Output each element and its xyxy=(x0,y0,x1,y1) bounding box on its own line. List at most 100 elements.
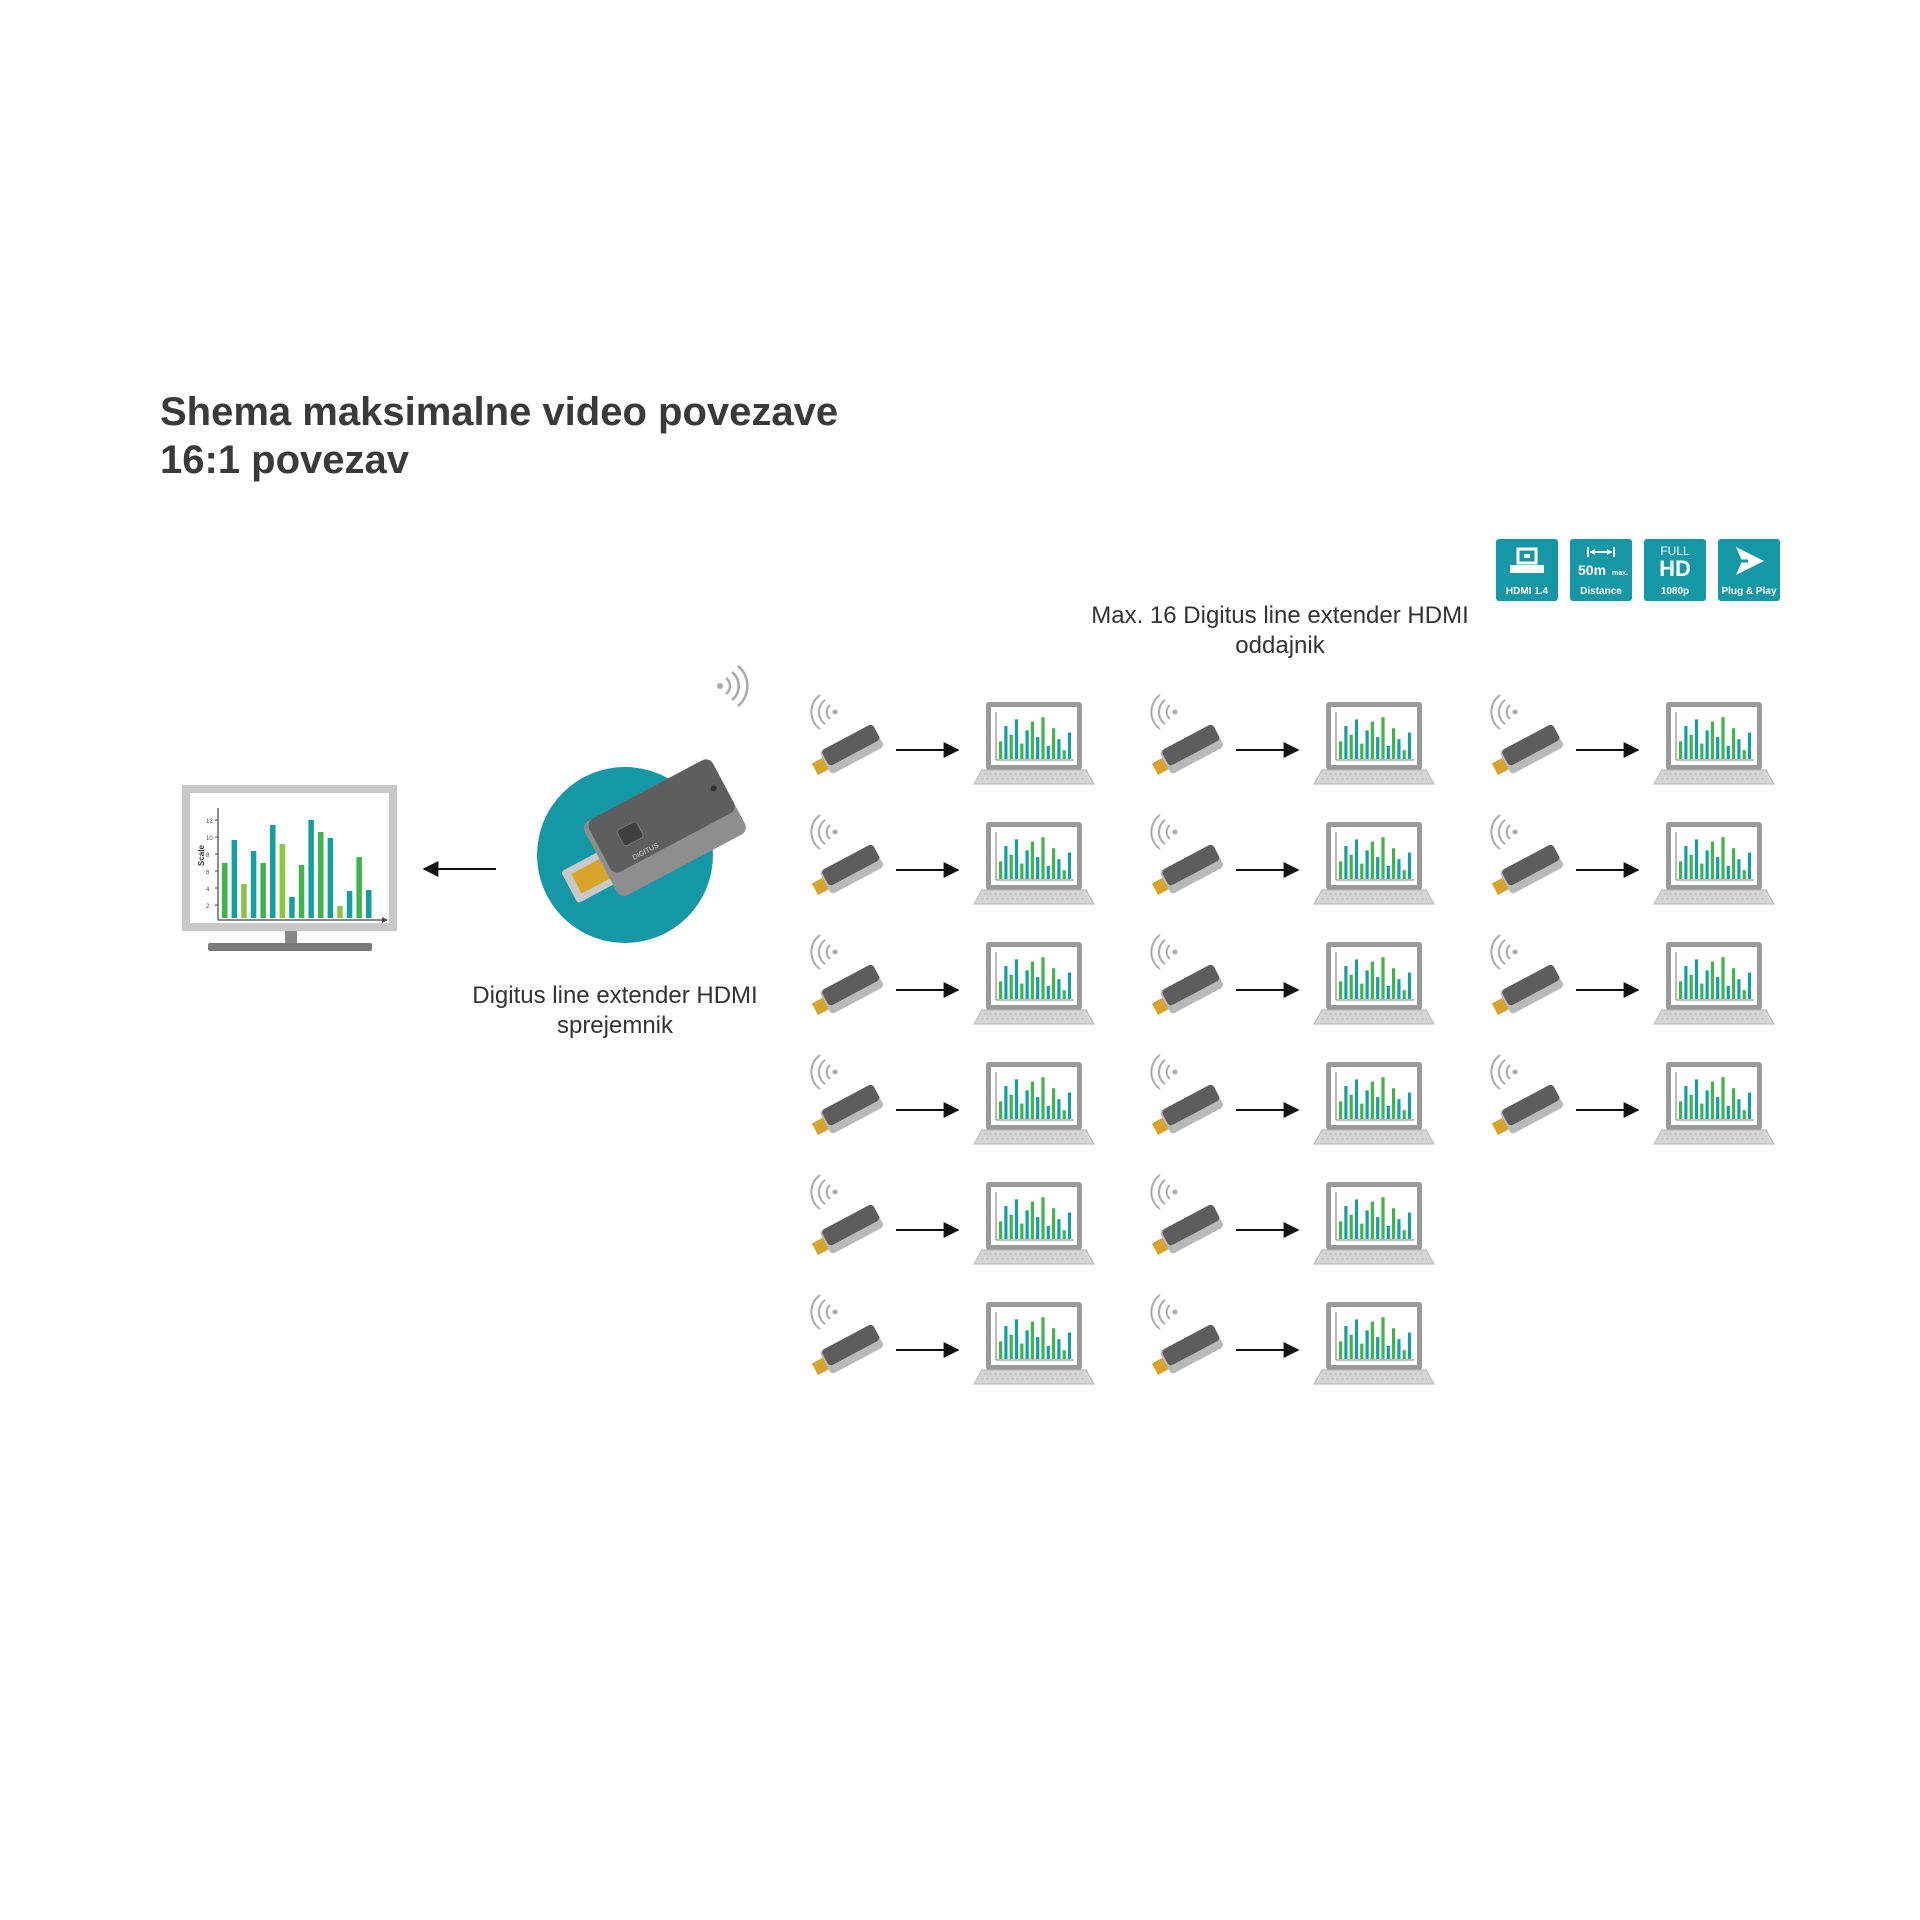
laptop-chart-bar xyxy=(1360,1343,1364,1359)
laptop-chart-bar xyxy=(1052,1208,1056,1239)
laptop-chart-bar xyxy=(1747,1092,1752,1119)
tv-chart-bar xyxy=(298,865,305,918)
laptop-chart-bar xyxy=(999,741,1003,759)
laptop-chart-bar xyxy=(1339,1341,1343,1359)
transmitter-dongle xyxy=(1491,844,1563,895)
laptop-chart-bar xyxy=(1067,1092,1072,1119)
laptop-chart-bar xyxy=(1344,726,1348,759)
laptop-keyboard xyxy=(973,1009,1095,1025)
laptop xyxy=(973,702,1095,785)
laptop-chart-bar xyxy=(1684,846,1688,879)
laptop-chart-bar xyxy=(1376,1217,1380,1239)
badge-plug-play: Plug & Play xyxy=(1718,539,1780,601)
tv-chart-tick-label: 2 xyxy=(206,904,210,910)
laptop-chart-bar xyxy=(1370,721,1374,759)
transmitter-dongle xyxy=(1491,724,1563,775)
laptop-keyboard xyxy=(1653,1129,1775,1145)
laptop-chart-bar xyxy=(1062,990,1066,999)
tv-stand xyxy=(208,943,372,951)
laptop-chart-bar xyxy=(1062,750,1066,759)
laptop-chart-bar xyxy=(1716,737,1720,759)
laptop-chart-bar xyxy=(1721,1077,1725,1119)
laptop-chart-bar xyxy=(1365,850,1369,879)
tv-neck xyxy=(285,931,297,943)
laptop-chart-bar xyxy=(1344,966,1348,999)
tv-chart-tick-label: 8 xyxy=(206,853,210,859)
laptop-chart-bar xyxy=(1014,719,1019,759)
laptop-chart-bar xyxy=(1737,979,1741,999)
transmitter-unit xyxy=(1150,814,1435,905)
tv-chart-bar xyxy=(327,838,334,918)
laptop-chart-bar xyxy=(1020,1343,1024,1359)
transmitter-unit xyxy=(810,814,1095,905)
laptop-chart-bar xyxy=(1402,870,1406,879)
laptop-chart-bar xyxy=(1732,848,1736,879)
laptop-chart-bar xyxy=(1036,1217,1040,1239)
laptop-chart-bar xyxy=(1354,1199,1359,1239)
laptop-chart-bar xyxy=(1339,1101,1343,1119)
laptop-chart-bar xyxy=(1349,1094,1353,1119)
laptop-chart-bar xyxy=(999,1341,1003,1359)
laptop-chart-bar xyxy=(1004,846,1008,879)
laptop xyxy=(1653,702,1775,785)
transmitter-dongle xyxy=(811,964,883,1015)
laptop-chart-bar xyxy=(1747,972,1752,999)
laptop-chart-bar xyxy=(1009,974,1013,999)
laptop-chart-bar xyxy=(999,1101,1003,1119)
laptop-chart-bar xyxy=(1360,863,1364,879)
laptop-chart-bar xyxy=(1376,1097,1380,1119)
transmitter-wifi-icon xyxy=(1150,934,1178,970)
laptop-chart-bar xyxy=(1062,870,1066,879)
laptop-keyboard xyxy=(1653,1009,1775,1025)
badge-full-hd: FULL HD 1080p xyxy=(1644,539,1706,601)
transmitter-unit xyxy=(810,1054,1095,1145)
laptop-chart-bar xyxy=(1041,1197,1045,1239)
laptop-chart-bar xyxy=(1742,1110,1746,1119)
laptop-chart-bar xyxy=(1726,745,1730,759)
laptop-chart-bar xyxy=(999,861,1003,879)
laptop-chart-bar xyxy=(1402,1350,1406,1359)
tv-chart-bar xyxy=(270,825,276,918)
laptop-chart-bar xyxy=(1737,1099,1741,1119)
laptop-chart-bar xyxy=(1684,966,1688,999)
transmitter-grid xyxy=(810,694,1775,1385)
transmitter-unit xyxy=(810,934,1095,1025)
laptop-chart-bar xyxy=(1057,1099,1061,1119)
laptop xyxy=(973,942,1095,1025)
laptop-chart-bar xyxy=(1057,979,1061,999)
laptop-chart-bar xyxy=(1009,854,1013,879)
transmitter-wifi-icon xyxy=(1490,934,1518,970)
laptop-keyboard xyxy=(973,769,1095,785)
laptop-chart-bar xyxy=(1407,732,1412,759)
laptop-chart-bar xyxy=(1030,1321,1034,1359)
laptop-chart-bar xyxy=(999,981,1003,999)
laptop xyxy=(1653,1062,1775,1145)
laptop-chart-bar xyxy=(1397,1219,1401,1239)
laptop-chart-bar xyxy=(1365,1090,1369,1119)
laptop-chart-bar xyxy=(1381,1317,1385,1359)
laptop-chart-bar xyxy=(1025,1210,1029,1239)
transmitter-wifi-icon xyxy=(810,1294,838,1330)
laptop xyxy=(1653,822,1775,905)
laptop-chart-bar xyxy=(1392,728,1396,759)
laptop-chart-bar xyxy=(1052,1088,1056,1119)
laptop-chart-bar xyxy=(1014,959,1019,999)
laptop-chart-bar xyxy=(1370,1081,1374,1119)
laptop-chart-bar xyxy=(1046,1345,1050,1359)
laptop-chart-bar xyxy=(1349,974,1353,999)
laptop-chart-bar xyxy=(1710,961,1714,999)
tv-chart-bar xyxy=(289,897,295,918)
laptop-keyboard xyxy=(973,889,1095,905)
laptop xyxy=(1653,942,1775,1025)
tv-chart-bar xyxy=(356,857,362,918)
laptop-chart-bar xyxy=(1004,726,1008,759)
laptop-chart-bar xyxy=(1376,1337,1380,1359)
tv-chart-tick-label: 10 xyxy=(206,836,213,842)
laptop xyxy=(973,1182,1095,1265)
laptop-keyboard xyxy=(1313,1129,1435,1145)
transmitter-wifi-icon xyxy=(1150,694,1178,730)
laptop-chart-bar xyxy=(1705,970,1709,999)
plug-and-play-icon xyxy=(1730,547,1764,575)
laptop-chart-bar xyxy=(1052,968,1056,999)
laptop-chart-bar xyxy=(1700,983,1704,999)
